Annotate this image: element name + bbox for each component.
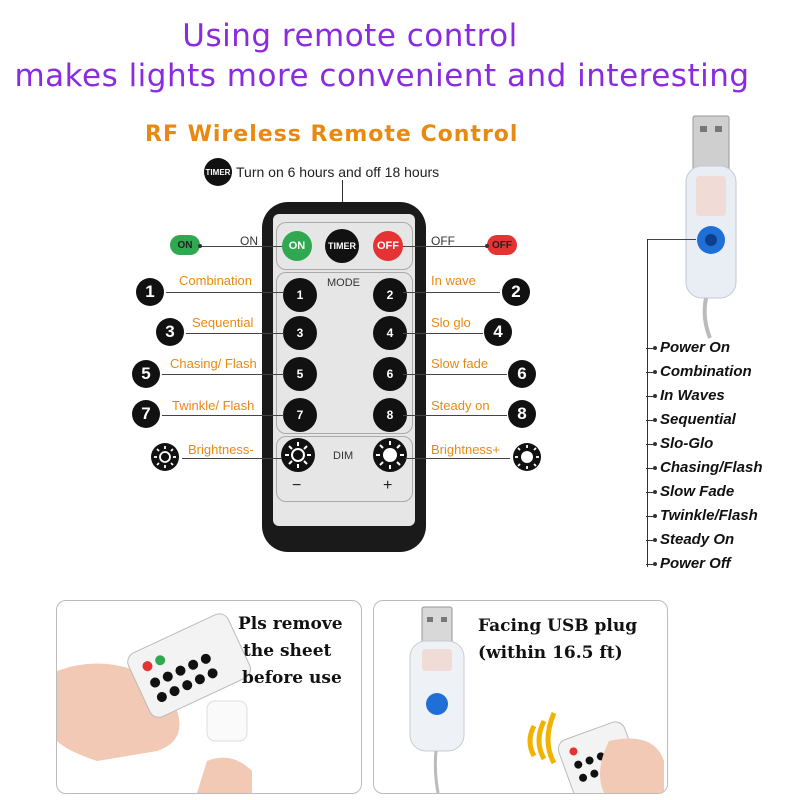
- connector-8: [403, 415, 507, 416]
- connector-brightness-minus: [182, 458, 282, 459]
- menu-item-twinkle-flash: Twinkle/Flash: [646, 506, 763, 530]
- label-in-wave: In wave: [431, 273, 476, 288]
- menu-item-in-waves: In Waves: [646, 386, 763, 410]
- sun-icon: [151, 443, 179, 471]
- off-button[interactable]: OFF: [373, 231, 403, 261]
- usb-plug-icon: [685, 115, 737, 339]
- timer-button[interactable]: TIMER: [325, 229, 359, 263]
- usb-connector-line: [648, 239, 696, 240]
- usb-range-card: Facing USB plug (within 16.5 ft): [373, 600, 668, 794]
- usb-range-line-2: (within 16.5 ft): [478, 643, 623, 663]
- remove-sheet-line-3: before use: [242, 668, 342, 688]
- off-connector-line: [403, 246, 487, 247]
- connector-brightness-plus: [405, 458, 510, 459]
- connector-7: [162, 415, 284, 416]
- signal-icon: [527, 712, 664, 793]
- right-number-8: 8: [508, 400, 536, 428]
- mode-button-4[interactable]: 4: [373, 316, 407, 350]
- usb-range-line-1: Facing USB plug: [478, 616, 638, 636]
- connector-1: [166, 292, 284, 293]
- plus-sign: +: [383, 477, 393, 494]
- remove-sheet-line-2: the sheet: [243, 641, 332, 661]
- label-slow-fade: Slow fade: [431, 356, 489, 371]
- timer-badge: TIMER: [204, 158, 232, 186]
- off-connector-dot: [485, 244, 489, 248]
- timer-note: TIMER Turn on 6 hours and off 18 hours: [204, 158, 439, 186]
- label-chasing-flash: Chasing/ Flash: [170, 356, 257, 371]
- menu-item-power-on: Power On: [646, 338, 763, 362]
- right-number-2: 2: [502, 278, 530, 306]
- remove-sheet-card: Pls remove the sheet before use: [56, 600, 362, 794]
- left-number-5: 5: [132, 360, 160, 388]
- connector-6: [403, 374, 507, 375]
- mode-button-6[interactable]: 6: [373, 357, 407, 391]
- left-number-3: 3: [156, 318, 184, 346]
- mode-button-2[interactable]: 2: [373, 278, 407, 312]
- label-brightness-plus: Brightness+: [431, 442, 501, 457]
- outer-on-badge: ON: [170, 235, 200, 255]
- left-number-1: 1: [136, 278, 164, 306]
- connector-5: [162, 374, 284, 375]
- timer-note-text: Turn on 6 hours and off 18 hours: [236, 164, 440, 180]
- label-slo-glo: Slo glo: [431, 315, 471, 330]
- connector-3: [186, 333, 284, 334]
- label-steady-on: Steady on: [431, 398, 490, 413]
- menu-item-power-off: Power Off: [646, 554, 763, 578]
- headline-line-2: makes lights more convenient and interes…: [14, 58, 750, 94]
- usb-menu-bracket: [647, 239, 648, 567]
- minus-sign: −: [292, 477, 302, 494]
- rf-remote-title: RF Wireless Remote Control: [145, 122, 519, 147]
- outer-off-label: OFF: [431, 234, 455, 248]
- mode-button-8[interactable]: 8: [373, 398, 407, 432]
- mode-label: MODE: [327, 277, 360, 289]
- on-button[interactable]: ON: [282, 231, 312, 261]
- outer-off-badge: OFF: [487, 235, 517, 255]
- dim-label: DIM: [333, 450, 354, 462]
- usb-function-menu: Power On Combination In Waves Sequential…: [646, 338, 763, 578]
- right-number-6: 6: [508, 360, 536, 388]
- outer-on-label: ON: [240, 234, 258, 248]
- label-sequential: Sequential: [192, 315, 254, 330]
- brightness-down-button[interactable]: [280, 437, 316, 473]
- hand-icon: [57, 613, 252, 793]
- headline-line-1: Using remote control: [182, 18, 518, 54]
- left-number-7: 7: [132, 400, 160, 428]
- mode-button-7[interactable]: 7: [283, 398, 317, 432]
- menu-item-slow-fade: Slow Fade: [646, 482, 763, 506]
- menu-item-sequential: Sequential: [646, 410, 763, 434]
- connector-2: [403, 292, 500, 293]
- right-number-4: 4: [484, 318, 512, 346]
- menu-item-slo-glo: Slo-Glo: [646, 434, 763, 458]
- on-connector-dot: [198, 244, 202, 248]
- mode-button-3[interactable]: 3: [283, 316, 317, 350]
- on-connector-line: [200, 246, 282, 247]
- mode-button-1[interactable]: 1: [283, 278, 317, 312]
- sun-icon: [513, 443, 541, 471]
- brightness-up-button[interactable]: [372, 437, 408, 473]
- label-combination: Combination: [179, 273, 252, 288]
- connector-4: [403, 333, 483, 334]
- label-brightness-minus: Brightness-: [188, 442, 254, 457]
- menu-item-steady-on: Steady On: [646, 530, 763, 554]
- usb-plug-icon: [409, 606, 465, 793]
- menu-item-combination: Combination: [646, 362, 763, 386]
- menu-item-chasing-flash: Chasing/Flash: [646, 458, 763, 482]
- label-twinkle-flash: Twinkle/ Flash: [172, 398, 255, 413]
- remove-sheet-line-1: Pls remove: [238, 614, 343, 634]
- mode-button-5[interactable]: 5: [283, 357, 317, 391]
